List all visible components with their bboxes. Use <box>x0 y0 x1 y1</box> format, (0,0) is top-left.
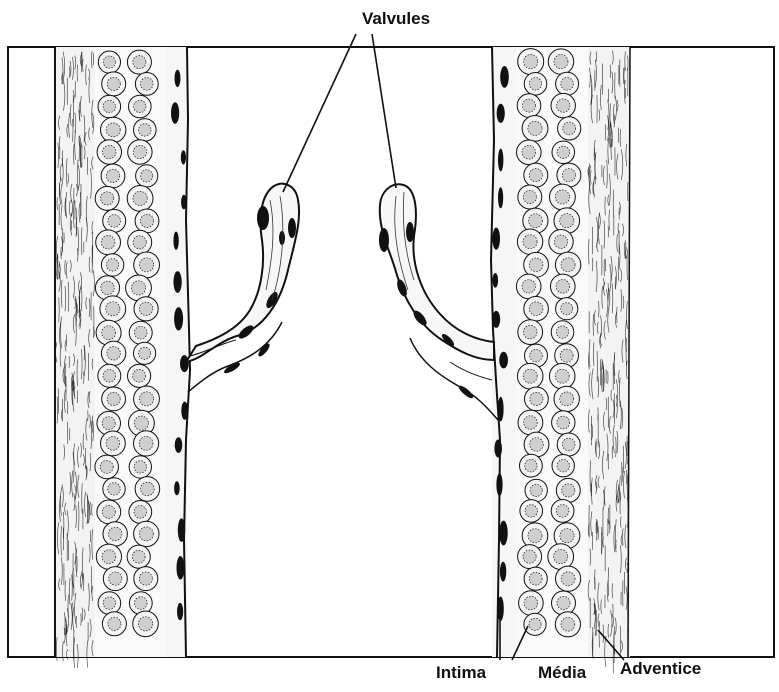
media-label: Média <box>538 664 586 681</box>
left-valve-cusp <box>186 184 299 392</box>
adventice-label: Adventice <box>620 660 701 677</box>
leader-valvules-right <box>372 34 396 188</box>
right-vein-wall <box>491 47 630 673</box>
valvules-label: Valvules <box>362 10 430 27</box>
right-valve-cusp <box>379 184 498 420</box>
intima-label: Intima <box>436 664 486 681</box>
left-vein-wall <box>55 47 190 668</box>
leader-valvules-left <box>283 34 356 192</box>
